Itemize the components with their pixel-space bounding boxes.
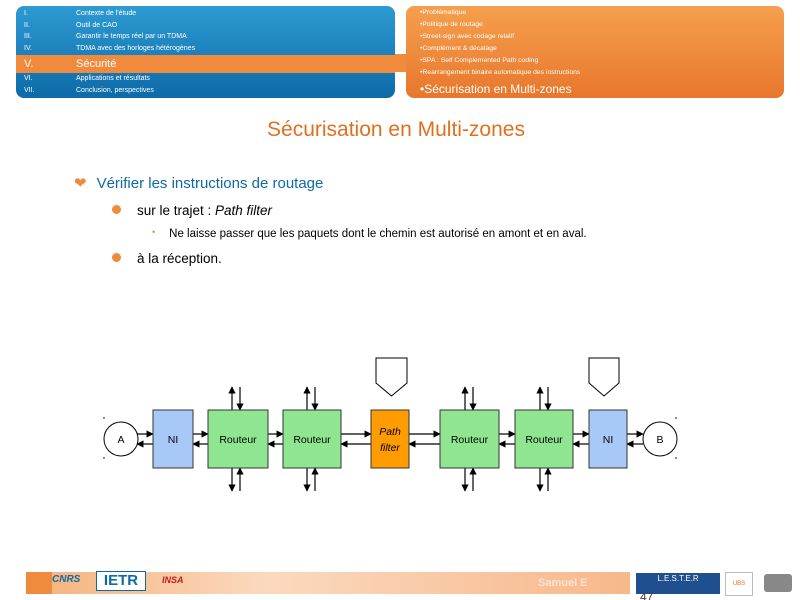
- vertical-links: [228, 386, 552, 492]
- outline-label: Conclusion, perspectives: [76, 87, 154, 94]
- path-filter-box[interactable]: [370, 409, 410, 469]
- endpoint-b[interactable]: [642, 421, 678, 457]
- bullet-level3: • Ne laisse passer que les paquets dont l…: [152, 227, 587, 240]
- outline-label: TDMA avec des horloges hétérogènes: [76, 44, 196, 52]
- ietr-logo: IETR: [96, 571, 146, 591]
- endpoint-a[interactable]: [103, 421, 139, 457]
- bullet-level2: sur le trajet : Path filter: [112, 203, 272, 218]
- outline-item-6[interactable]: VI. Applications et résultats: [16, 73, 395, 85]
- orange-dot-icon: [112, 205, 121, 214]
- ni-left-box[interactable]: [152, 409, 194, 469]
- outline-item-3[interactable]: III. Garantir le temps réel par un TDMA: [16, 31, 395, 43]
- small-bullet-icon: •: [152, 227, 156, 237]
- ni-left-label: NI: [168, 434, 179, 446]
- outline-item-7[interactable]: VII. Conclusion, perspectives: [16, 85, 395, 97]
- bullet-level2: à la réception.: [112, 251, 222, 266]
- footer-author: Samuel E: [538, 577, 588, 589]
- subsection-item-current[interactable]: •Sécurisation en Multi-zones: [420, 82, 572, 96]
- ni-right-label: NI: [603, 434, 614, 446]
- bullet-text: Ne laisse passer que les paquets dont le…: [169, 228, 587, 240]
- subsection-item[interactable]: •Politique de routage: [420, 21, 483, 28]
- cnrs-logo: CNRS: [52, 574, 81, 585]
- bullet-italic-text: Path filter: [215, 203, 273, 218]
- outline-item-5-active[interactable]: V. Sécurité: [16, 55, 395, 73]
- filter-input-arrow: [375, 357, 408, 397]
- endpoint-a-label: A: [117, 434, 124, 446]
- orange-dot-icon: [112, 253, 121, 262]
- router-4-label: Routeur: [525, 434, 563, 446]
- outline-num: VII.: [24, 87, 35, 94]
- subsection-item[interactable]: •Complément & décalage: [420, 45, 497, 52]
- outline-label: Outil de CAO: [76, 21, 118, 29]
- outline-num: I.: [24, 10, 28, 17]
- path-filter-label-line2: filter: [380, 442, 400, 454]
- bullet-text: à la réception.: [137, 251, 222, 266]
- footer-orange-square: [26, 572, 52, 594]
- ubs-logo: UBS: [725, 572, 753, 596]
- router-1-label: Routeur: [219, 434, 257, 446]
- outline-item-2[interactable]: II. Outil de CAO: [16, 20, 395, 32]
- router-1-box[interactable]: [207, 409, 269, 469]
- outline-label: Applications et résultats: [76, 75, 150, 82]
- outline-num: VI.: [24, 75, 33, 82]
- page-number: 47: [640, 590, 654, 600]
- outline-label: Garantir le temps réel par un TDMA: [76, 33, 187, 41]
- outline-item-1[interactable]: I. Contexte de l'étude: [16, 8, 395, 20]
- horizontal-links: [136, 430, 644, 448]
- router-3-box[interactable]: [439, 409, 500, 469]
- subsection-panel: •Problématique •Politique de routage •St…: [406, 6, 784, 98]
- outline-num: III.: [24, 33, 32, 41]
- bullet-text: sur le trajet :: [137, 203, 216, 218]
- slide-title: Sécurisation en Multi-zones: [267, 118, 525, 141]
- endpoint-b-label: B: [656, 434, 663, 446]
- outline-num: V.: [24, 58, 34, 70]
- heart-bullet-icon: ❤: [74, 175, 87, 192]
- subsection-item[interactable]: •SPA : Self Complemented Path coding: [420, 57, 539, 64]
- lester-logo-text: L.E.S.T.E.R: [657, 574, 699, 583]
- footer-bar: [26, 572, 630, 594]
- router-4-box[interactable]: [514, 409, 574, 469]
- corner-dots: [103, 417, 677, 459]
- outline-panel: I. Contexte de l'étude II. Outil de CAO …: [16, 6, 395, 98]
- bullet-level1: ❤ Vérifier les instructions de routage: [74, 174, 323, 192]
- outline-item-4[interactable]: IV. TDMA avec des horloges hétérogènes: [16, 43, 395, 55]
- subsection-item[interactable]: •Rearrangement binaire automatique des i…: [420, 69, 581, 76]
- ni-right-box[interactable]: [588, 409, 628, 469]
- outline-label: Contexte de l'étude: [76, 10, 137, 17]
- outline-num: IV.: [24, 44, 32, 52]
- router-2-box[interactable]: [282, 409, 342, 469]
- lester-logo: L.E.S.T.E.R: [636, 573, 720, 594]
- network-diagram: A B NI Routeur Routeur Path filter Route…: [103, 357, 678, 492]
- path-filter-label-line1: Path: [379, 426, 401, 438]
- outline-label: Sécurité: [76, 58, 117, 70]
- insa-logo: INSA: [162, 575, 184, 585]
- subsection-item[interactable]: •Problématique: [420, 9, 467, 16]
- bullet-text: Vérifier les instructions de routage: [96, 175, 324, 192]
- outline-num: II.: [24, 21, 30, 29]
- subsection-item[interactable]: •Street-sign avec codage relatif: [420, 33, 515, 40]
- ni-input-arrow: [588, 357, 620, 397]
- nav-button[interactable]: [764, 574, 792, 592]
- router-3-label: Routeur: [451, 434, 489, 446]
- router-2-label: Routeur: [293, 434, 331, 446]
